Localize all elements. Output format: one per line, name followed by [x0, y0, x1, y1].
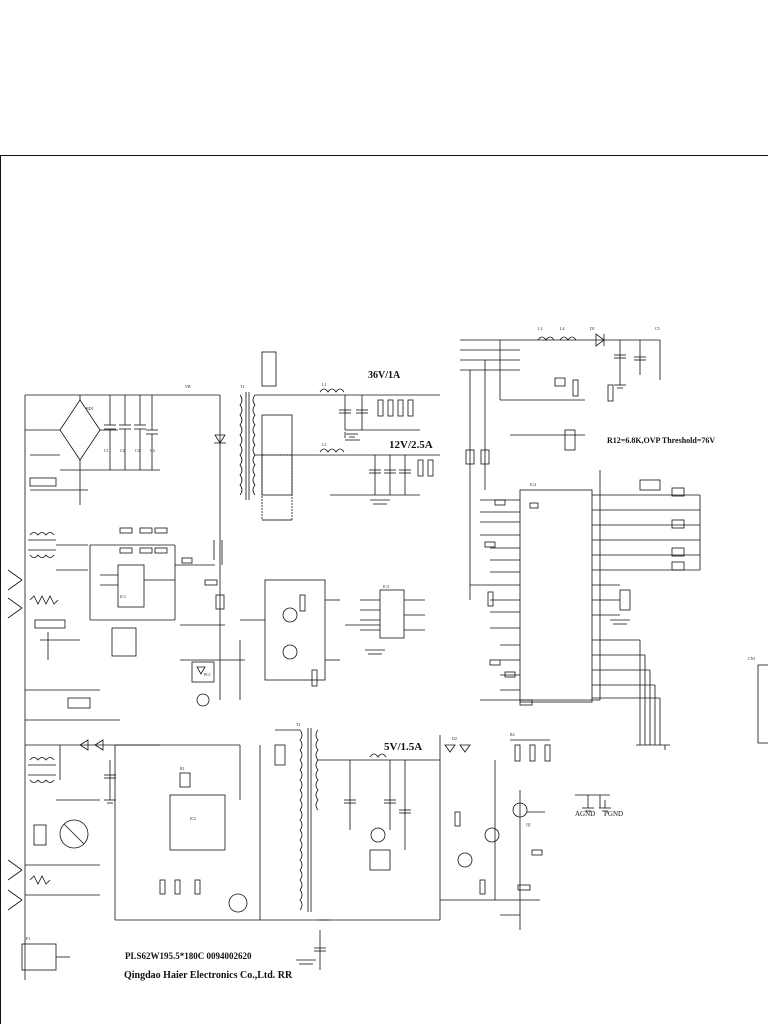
pgnd-label: PGND — [604, 810, 624, 818]
svg-text:C1: C1 — [104, 448, 109, 453]
ac-input-connector — [21, 943, 57, 971]
model-number-label: PLS62W195.5*180C 0094002620 — [125, 951, 252, 961]
svg-text:D2: D2 — [452, 736, 457, 741]
svg-text:R2: R2 — [510, 732, 515, 737]
output-connector — [757, 664, 768, 744]
svg-text:C5: C5 — [655, 326, 660, 331]
ovp-threshold-note: R12=6.8K,OVP Threshold=76V — [607, 436, 716, 445]
rail-36v-label: 36V/1A — [368, 370, 401, 381]
svg-text:C3: C3 — [135, 448, 140, 453]
svg-text:VB: VB — [185, 384, 191, 389]
svg-text:IC4: IC4 — [530, 482, 536, 487]
component-annotations: BD1 C1 C2 C3 C4 VB T1 L1 L2 IC1 PC1 IC3 … — [26, 326, 756, 941]
svg-text:Q1: Q1 — [526, 822, 531, 827]
bridge-rectifier — [25, 395, 118, 505]
svg-text:T1: T1 — [240, 384, 244, 389]
svg-text:IC3: IC3 — [383, 584, 389, 589]
svg-text:L4: L4 — [560, 326, 564, 331]
svg-text:BD1: BD1 — [86, 406, 94, 411]
bulk-capacitors — [104, 395, 158, 470]
svg-text:IC2: IC2 — [190, 816, 196, 821]
company-label: Qingdao Haier Electronics Co.,Ltd. RR — [124, 970, 293, 981]
driver-ic — [379, 589, 405, 639]
schematic-sheet-frame — [0, 155, 768, 1024]
input-choke-1 — [28, 532, 56, 558]
svg-text:D1: D1 — [590, 326, 595, 331]
rail-12v-label: 12V/2.5A — [389, 439, 433, 451]
agnd-label: AGND — [575, 810, 596, 818]
svg-text:F1: F1 — [26, 936, 30, 941]
standby-transformer — [299, 728, 319, 912]
main-transformer — [239, 392, 256, 500]
svg-text:C2: C2 — [120, 448, 125, 453]
svg-text:R1: R1 — [180, 766, 185, 771]
standby-controller-ic — [169, 794, 226, 851]
svg-text:T2: T2 — [296, 722, 300, 727]
svg-text:C4: C4 — [150, 448, 155, 453]
svg-text:PC1: PC1 — [204, 672, 211, 677]
svg-text:IC1: IC1 — [120, 594, 126, 599]
svg-text:L1: L1 — [322, 382, 326, 387]
pfc-controller-ic — [117, 564, 145, 608]
svg-text:L2: L2 — [322, 442, 326, 447]
svg-text:L3: L3 — [538, 326, 542, 331]
rail-5v-label: 5V/1.5A — [384, 741, 423, 753]
input-choke-2 — [28, 757, 56, 783]
led-driver-ic — [519, 489, 593, 703]
svg-text:CN1: CN1 — [748, 656, 756, 661]
